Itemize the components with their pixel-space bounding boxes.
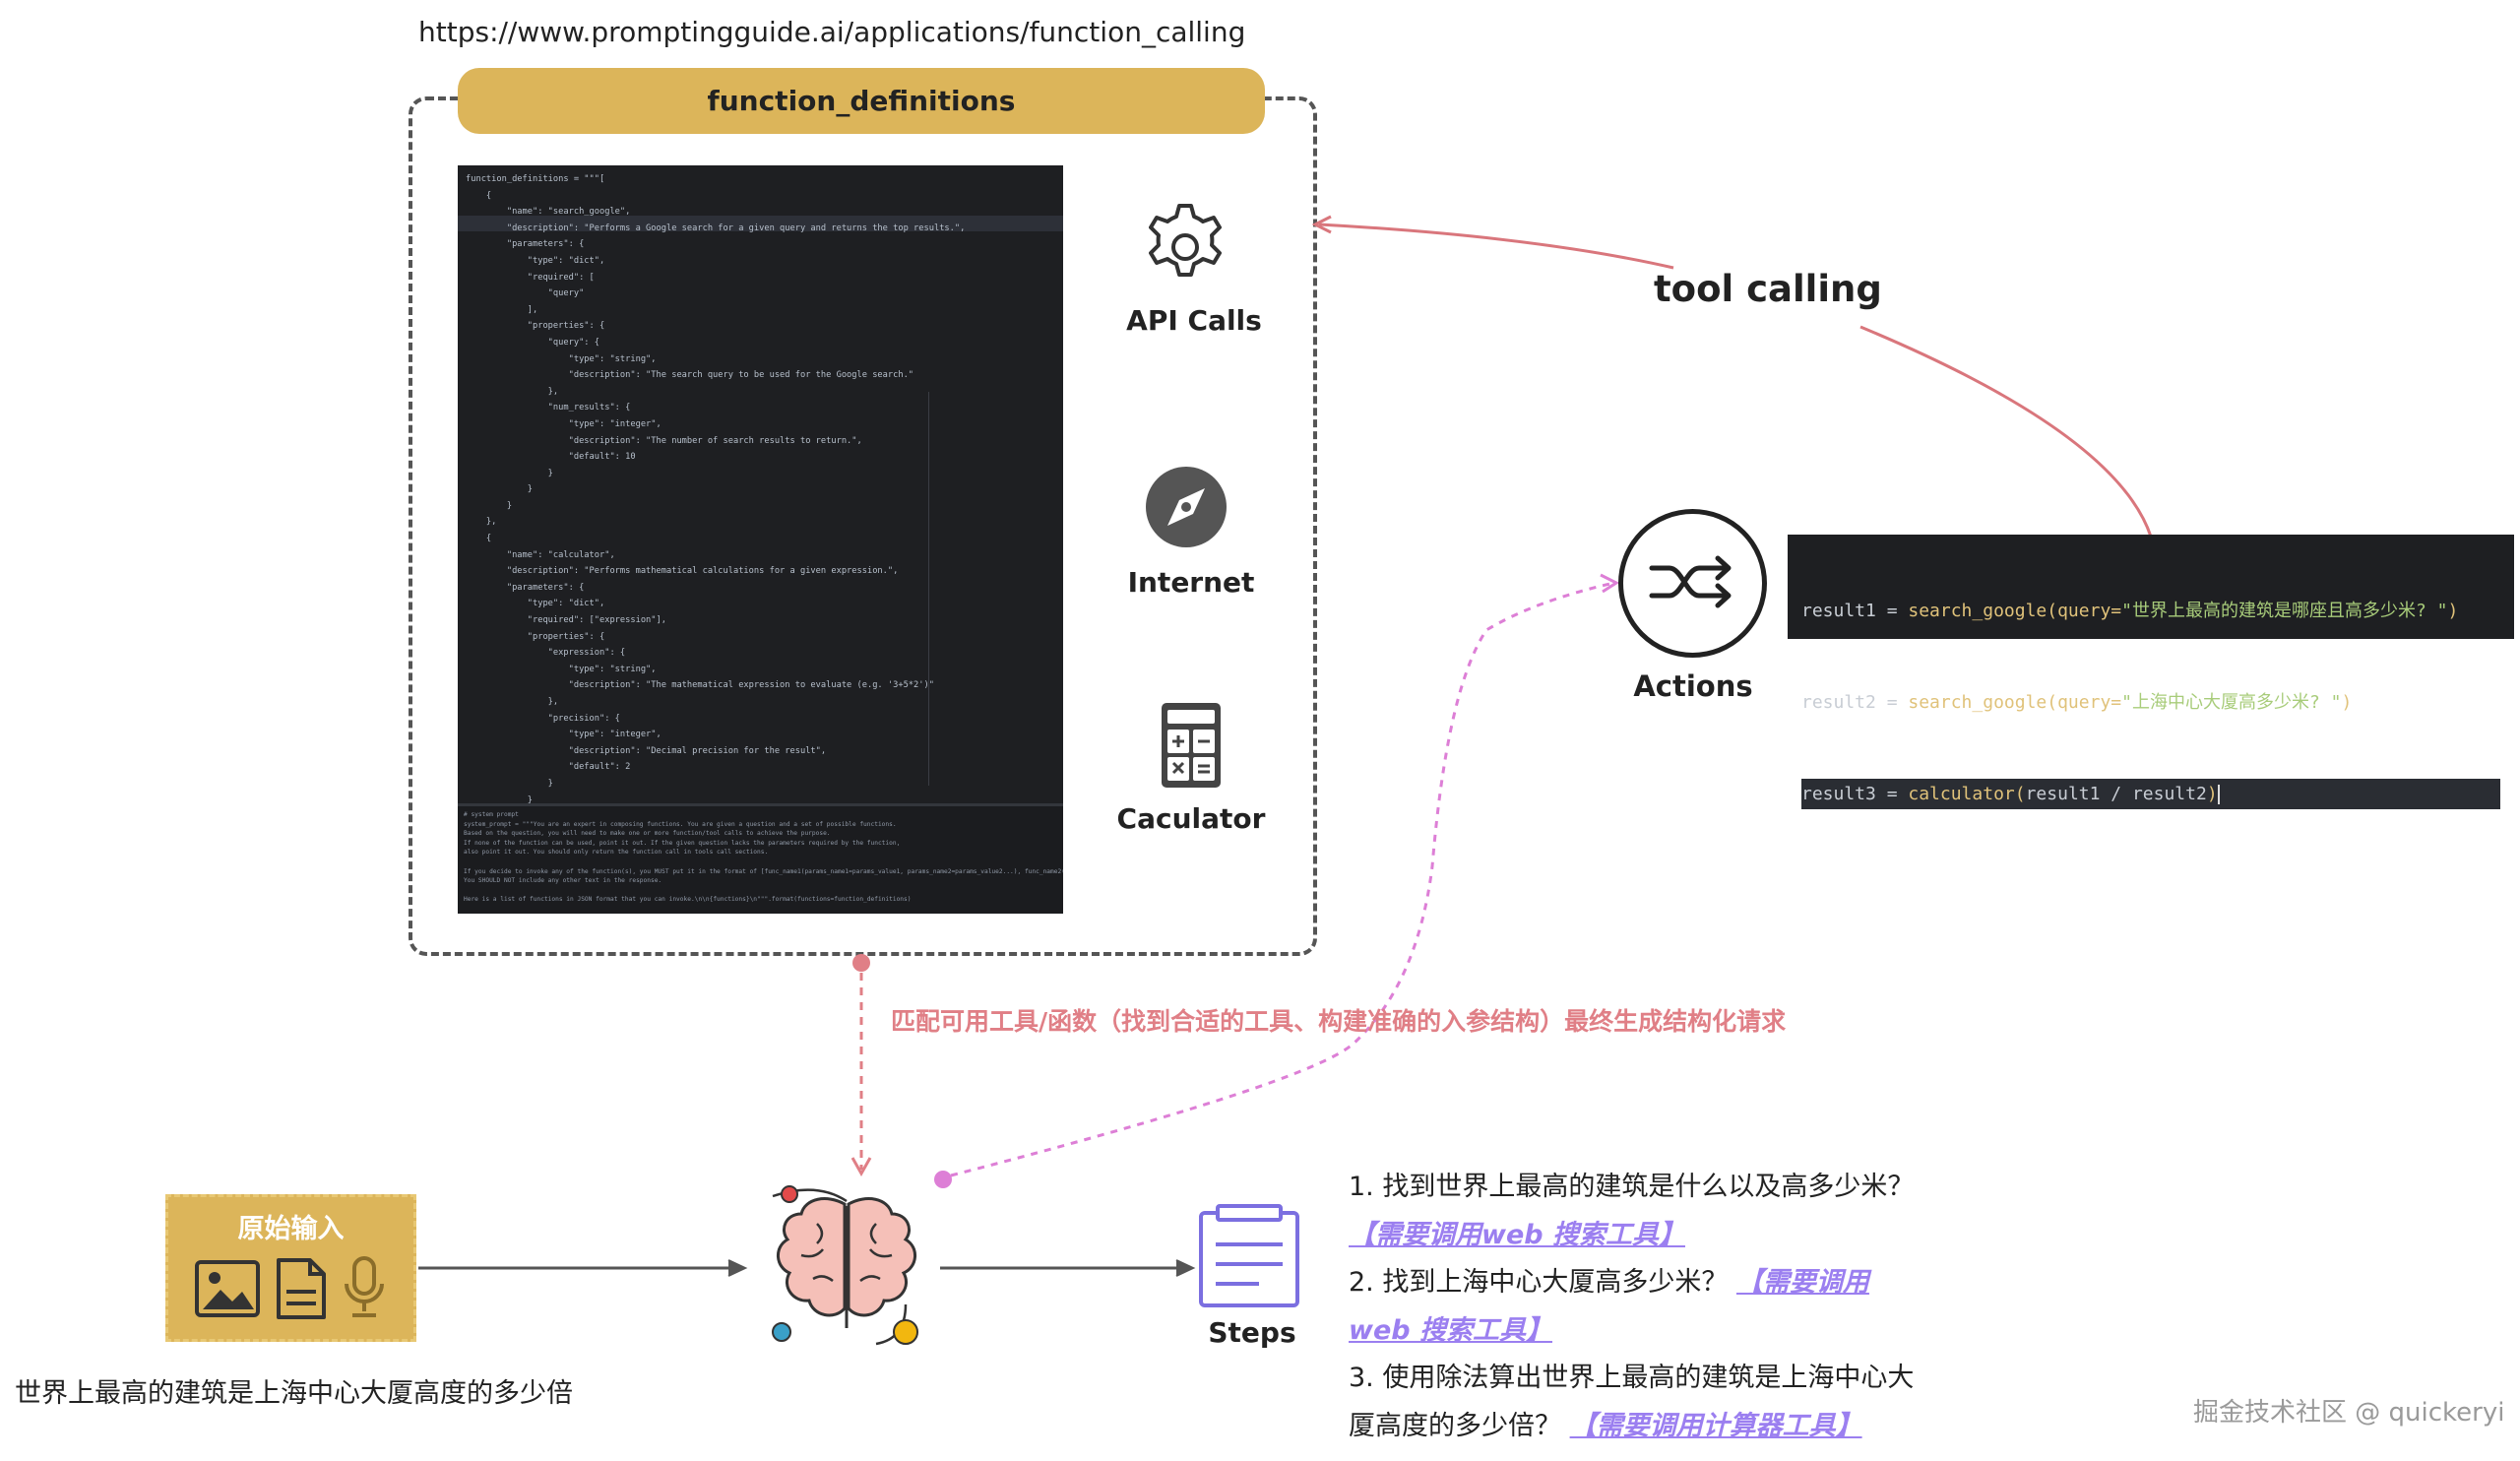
code-paren: ) <box>2206 784 2218 804</box>
input-arrow-head <box>727 1259 748 1277</box>
code-divider <box>458 803 1063 806</box>
code-argument: result1 / result2 <box>2025 784 2207 804</box>
match-arrow-head <box>850 1157 872 1177</box>
calculator-label: Caculator <box>1116 802 1266 835</box>
system-prompt-text: # system prompt system_prompt = """You a… <box>464 811 1063 904</box>
code-var: result2 = <box>1801 692 1909 713</box>
code-argument: query= <box>2057 601 2122 621</box>
internet-label: Internet <box>1127 566 1255 599</box>
code-string: "世界上最高的建筑是哪座且高多少米? " <box>2121 601 2448 621</box>
step-tool-link[interactable]: 【需要调用web 搜索工具】 <box>1349 1267 1869 1346</box>
code-var: result1 = <box>1801 601 1909 621</box>
watermark: 掘金技术社区 @ quickeryi <box>2193 1398 2505 1428</box>
dotted-arrow-line <box>950 581 1615 1177</box>
steps-arrow-head <box>1175 1259 1196 1277</box>
code-text: function_definitions = """[ { "name": "s… <box>466 174 966 803</box>
step-text: 2. 找到上海中心大厦高多少米？ <box>1349 1267 1729 1298</box>
code-string: "上海中心大厦高多少米? " <box>2121 692 2342 713</box>
api-calls-label: API Calls <box>1126 304 1262 337</box>
function-definitions-code: function_definitions = """[ { "name": "s… <box>458 165 1063 803</box>
action-code-line: result2 = search_google(query="上海中心大厦高多少… <box>1801 687 2500 718</box>
code-paren: ) <box>2341 692 2353 713</box>
step-tool-link[interactable]: 【需要调用web 搜索工具】 <box>1349 1219 1685 1250</box>
steps-label: Steps <box>1208 1316 1296 1349</box>
step-text: 3. 使用除法算出世界上最高的建筑是上海中心大厦高度的多少倍？ <box>1349 1363 1915 1441</box>
code-editor-panel: function_definitions = """[ { "name": "s… <box>458 165 1063 914</box>
shuffle-icon <box>1618 509 1767 658</box>
system-prompt-code: # system prompt system_prompt = """You a… <box>458 806 1063 914</box>
code-highlight-line <box>458 216 1063 231</box>
text-cursor <box>2217 785 2220 804</box>
tool-calling-label: tool calling <box>1654 268 1882 310</box>
document-icon <box>277 1258 326 1319</box>
actions-code-block: result1 = search_google(query="世界上最高的建筑是… <box>1788 535 2514 809</box>
function-definitions-banner: function_definitions <box>458 68 1265 134</box>
tool-calling-arrow-head <box>1311 215 1332 234</box>
match-tools-label: 匹配可用工具/函数（找到合适的工具、构建准确的入参结构）最终生成结构化请求 <box>891 1007 1787 1036</box>
action-code-line: result3 = calculator(result1 / result2) <box>1801 779 2500 809</box>
step-item: 1. 找到世界上最高的建筑是什么以及高多少米？ 【需要调用web 搜索工具】 <box>1349 1164 1920 1259</box>
image-icon <box>195 1260 260 1317</box>
code-argument: query= <box>2057 692 2122 713</box>
microphone-icon <box>345 1256 384 1317</box>
raw-input-title: 原始输入 <box>237 1214 345 1244</box>
steps-list: 1. 找到世界上最高的建筑是什么以及高多少米？ 【需要调用web 搜索工具】 2… <box>1349 1164 1920 1450</box>
tool-calling-arrow-line <box>1318 222 1674 270</box>
action-code-line: result1 = search_google(query="世界上最高的建筑是… <box>1801 596 2500 626</box>
step-text: 1. 找到世界上最高的建筑是什么以及高多少米？ <box>1349 1172 1915 1202</box>
code-var: result3 = <box>1801 784 1909 804</box>
code-paren: ) <box>2447 601 2459 621</box>
compass-icon <box>1146 467 1227 547</box>
steps-icon <box>1199 1204 1299 1307</box>
tool-calling-arrow-tail <box>1859 325 2153 538</box>
source-url[interactable]: https://www.promptingguide.ai/applicatio… <box>418 16 1246 48</box>
raw-input-caption: 世界上最高的建筑是上海中心大厦高度的多少倍 <box>15 1378 573 1409</box>
code-function: search_google( <box>1908 692 2058 713</box>
dotted-arrow-head <box>1600 573 1620 594</box>
step-tool-link[interactable]: 【需要调用计算器工具】 <box>1569 1410 1862 1441</box>
step-item: 2. 找到上海中心大厦高多少米？ 【需要调用web 搜索工具】 <box>1349 1259 1920 1355</box>
calculator-icon <box>1162 703 1221 788</box>
code-function: search_google( <box>1908 601 2058 621</box>
code-indent-guide <box>928 392 929 786</box>
step-item: 3. 使用除法算出世界上最高的建筑是上海中心大厦高度的多少倍？ 【需要调用计算器… <box>1349 1355 1920 1450</box>
actions-label: Actions <box>1633 669 1753 703</box>
gear-icon <box>1149 204 1222 277</box>
code-function: calculator( <box>1908 784 2026 804</box>
brain-icon <box>772 1185 918 1346</box>
dotted-arrow-start-dot <box>934 1171 952 1188</box>
match-arrow-start-dot <box>852 954 870 972</box>
